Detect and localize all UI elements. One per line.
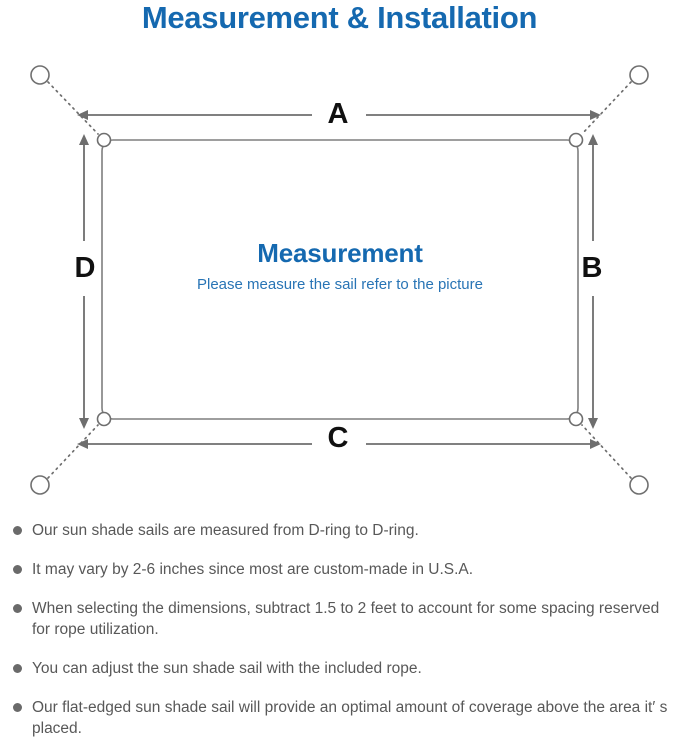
center-subtext: Please measure the sail refer to the pic… <box>197 276 483 293</box>
notes-list: Our sun shade sails are measured from D-… <box>0 520 679 739</box>
anchor-point-bottom-left <box>30 475 50 495</box>
center-heading: Measurement <box>257 238 423 268</box>
note-item: You can adjust the sun shade sail with t… <box>0 658 679 679</box>
bullet-icon <box>13 664 22 673</box>
sail-center-caption: Measurement Please measure the sail refe… <box>120 238 560 296</box>
d-ring-bottom-left <box>96 411 112 427</box>
dimension-label-d: D <box>74 252 96 284</box>
bullet-icon <box>13 526 22 535</box>
anchor-point-top-left <box>30 65 50 85</box>
sail-body <box>101 139 579 420</box>
note-text: When selecting the dimensions, subtract … <box>32 600 660 638</box>
rope-line-group <box>47 81 632 479</box>
dimension-label-c: C <box>327 422 349 454</box>
rope-line-bottom-right <box>581 424 632 479</box>
dimension-label-b: B <box>581 252 603 284</box>
bullet-icon <box>13 604 22 613</box>
bullet-icon <box>13 703 22 712</box>
d-ring-top-right <box>568 132 584 148</box>
rope-line-top-right <box>581 81 632 135</box>
sail-diagram-svg <box>30 65 649 495</box>
anchor-point-top-right <box>629 65 649 85</box>
bullet-icon <box>13 565 22 574</box>
note-item: Our sun shade sails are measured from D-… <box>0 520 679 541</box>
note-item: When selecting the dimensions, subtract … <box>0 598 679 640</box>
note-text: It may vary by 2-6 inches since most are… <box>32 561 474 578</box>
d-ring-top-left <box>96 132 112 148</box>
note-text: You can adjust the sun shade sail with t… <box>32 660 422 677</box>
anchor-point-group <box>30 65 649 495</box>
page-title: Measurement & Installation <box>141 0 538 35</box>
rope-line-bottom-left <box>47 424 99 479</box>
note-text: Our sun shade sails are measured from D-… <box>32 522 419 539</box>
rope-line-top-left <box>47 81 99 135</box>
d-ring-group <box>96 132 584 427</box>
note-text: Our flat-edged sun shade sail will provi… <box>32 699 668 737</box>
d-ring-bottom-right <box>568 411 584 427</box>
sail-rectangle <box>101 139 579 420</box>
note-item: It may vary by 2-6 inches since most are… <box>0 559 679 580</box>
anchor-point-bottom-right <box>629 475 649 495</box>
dimension-label-a: A <box>327 98 349 130</box>
sail-diagram: A B C D Measurement Please measure the s… <box>0 44 679 514</box>
note-item: Our flat-edged sun shade sail will provi… <box>0 697 679 739</box>
